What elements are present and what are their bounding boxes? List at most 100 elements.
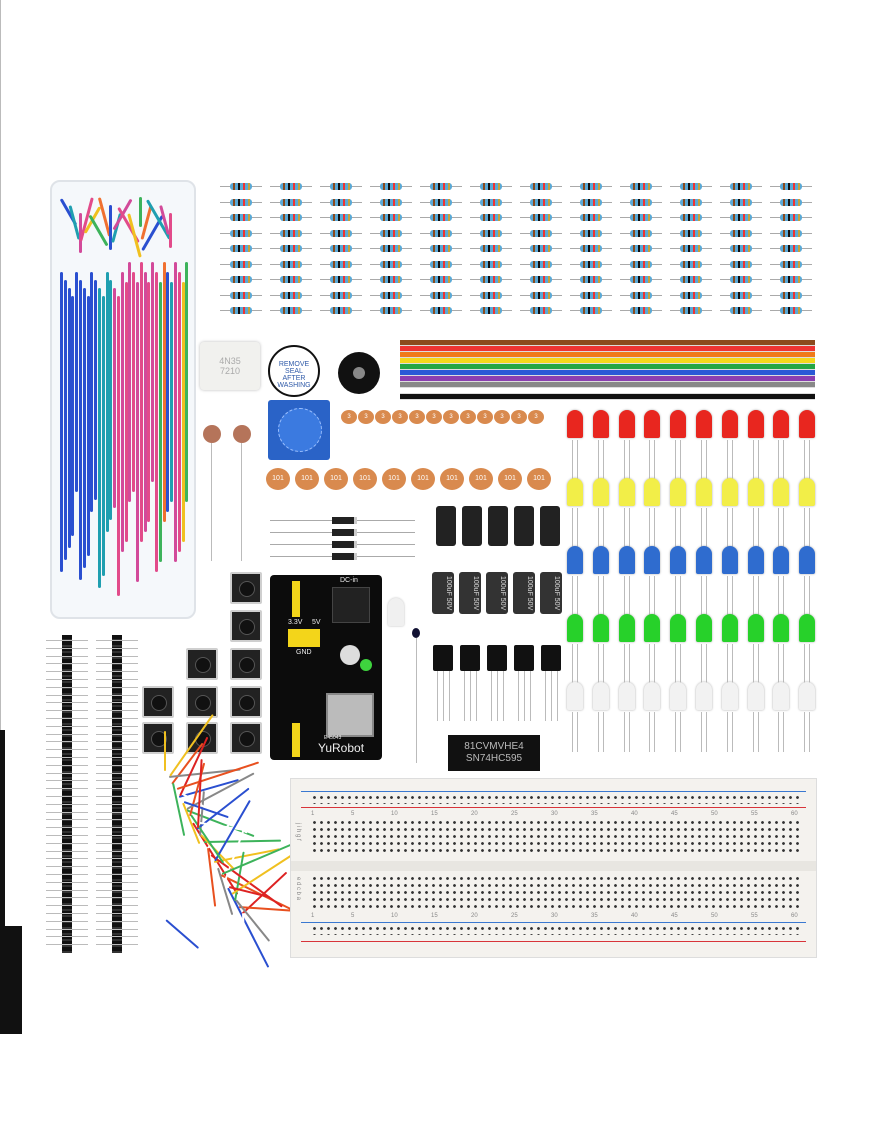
band	[483, 307, 485, 314]
resistor-body	[380, 198, 402, 206]
opto-label-1: 4N35	[219, 356, 241, 366]
lead	[464, 671, 465, 721]
lead	[572, 644, 573, 684]
lead	[778, 576, 780, 616]
band	[393, 260, 395, 268]
led	[721, 682, 738, 752]
header-pin	[96, 819, 138, 821]
lead	[572, 576, 573, 616]
band	[233, 183, 235, 190]
band	[743, 245, 745, 252]
jumper-wire	[128, 262, 132, 502]
jumper-wire	[113, 288, 117, 508]
jumper-pin	[0, 744, 5, 758]
band	[638, 214, 640, 221]
band	[648, 245, 650, 252]
lead	[757, 644, 759, 684]
lead	[680, 576, 682, 616]
band	[798, 229, 800, 237]
band	[793, 183, 795, 190]
band	[693, 229, 695, 237]
resistor-body	[630, 291, 652, 299]
resistor-body	[230, 276, 252, 283]
band	[598, 183, 600, 190]
lead	[597, 508, 599, 548]
lead	[752, 576, 754, 616]
header-pin	[96, 881, 138, 883]
resistor	[420, 229, 462, 237]
electrolytic-capacitor	[436, 506, 456, 546]
lead	[0, 120, 1, 160]
band	[493, 229, 495, 237]
band	[488, 276, 490, 283]
band	[493, 291, 495, 299]
band	[583, 229, 585, 237]
tactile-button	[142, 686, 174, 718]
ceramic-capacitor: 101	[295, 468, 319, 490]
band	[293, 260, 295, 268]
band	[748, 183, 750, 190]
band	[733, 229, 735, 237]
resistor-body	[580, 291, 602, 299]
tactile-button	[230, 610, 262, 642]
small-ceramic-capacitor: 3	[375, 410, 391, 424]
lead	[628, 644, 630, 684]
band	[433, 198, 435, 206]
lead	[731, 712, 733, 752]
header-pin	[46, 686, 88, 688]
band	[493, 183, 495, 190]
ceramic-capacitor: 101	[266, 468, 290, 490]
resistor	[420, 214, 462, 221]
resistor-body	[380, 229, 402, 237]
header-pin	[46, 733, 88, 735]
band	[643, 307, 645, 314]
header-pin	[46, 819, 88, 821]
band	[388, 214, 390, 221]
band	[738, 260, 740, 268]
band	[588, 245, 590, 252]
band	[438, 291, 440, 299]
lead	[726, 712, 728, 752]
short-jumper-wire	[109, 205, 112, 250]
resistor-body	[730, 276, 752, 283]
resistor	[670, 307, 712, 314]
band	[743, 229, 745, 237]
header-pin	[96, 686, 138, 688]
band	[793, 291, 795, 299]
band	[448, 214, 450, 221]
led	[799, 682, 816, 752]
band	[443, 183, 445, 190]
lead	[597, 440, 599, 480]
band	[248, 260, 250, 268]
lead	[602, 644, 604, 684]
band	[348, 245, 350, 252]
header-pin	[46, 842, 88, 844]
tactile-button	[230, 686, 262, 718]
band	[238, 307, 240, 314]
lead	[804, 644, 806, 684]
band	[343, 307, 345, 314]
jumper-wire	[86, 296, 90, 556]
band	[688, 260, 690, 268]
band	[283, 260, 285, 268]
resistor-body	[230, 307, 252, 314]
header-pin	[96, 905, 138, 907]
lead	[602, 712, 604, 752]
band	[733, 276, 735, 283]
rgb-led	[388, 598, 404, 626]
resistor-body	[430, 198, 452, 206]
thermistor	[412, 628, 420, 638]
lead	[809, 508, 811, 548]
resistor-body	[780, 276, 802, 283]
header-pin	[46, 757, 88, 758]
resistor-body	[780, 260, 802, 268]
resistor	[770, 198, 812, 206]
band	[638, 260, 640, 268]
header-pin	[96, 663, 138, 665]
lead	[0, 480, 1, 505]
band	[438, 229, 440, 237]
band	[488, 198, 490, 206]
band	[333, 245, 335, 252]
lead	[597, 576, 599, 616]
band	[538, 183, 540, 190]
